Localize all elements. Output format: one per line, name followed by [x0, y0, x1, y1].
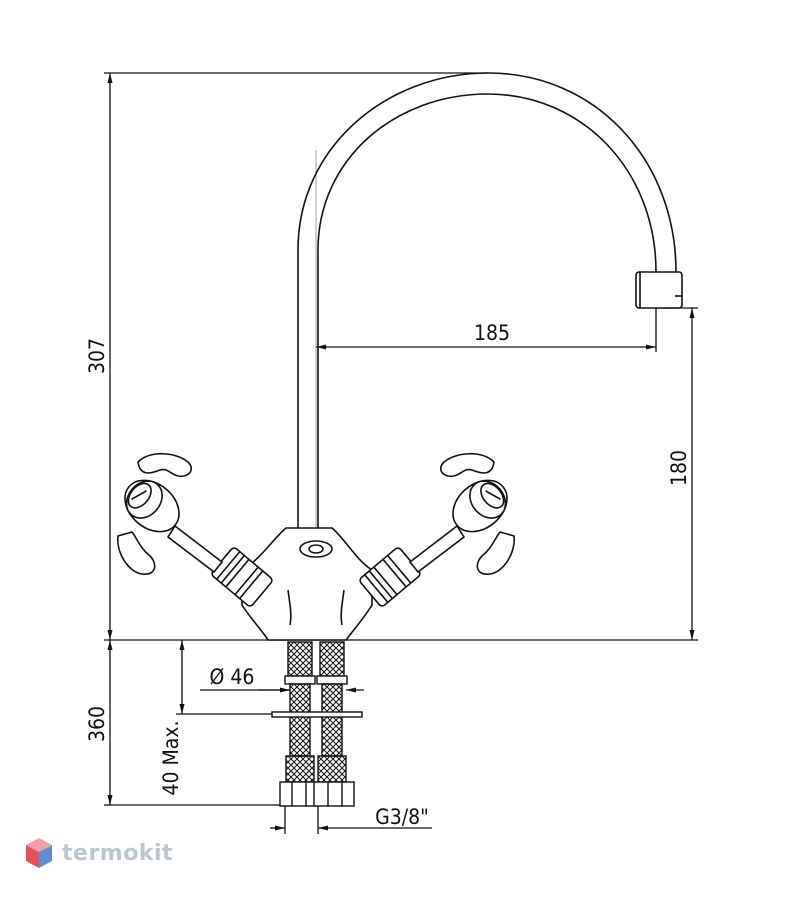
cube-left-face: [26, 845, 39, 868]
dim-label-307: 307: [85, 338, 109, 374]
cube-icon: [26, 838, 52, 868]
spout: [297, 72, 683, 528]
dim-label-360: 360: [85, 706, 109, 742]
dimension-lines: [107, 73, 695, 831]
right-cross-handle: [359, 452, 515, 607]
dim-label-180: 180: [667, 450, 691, 486]
dim-label-185: 185: [474, 321, 510, 345]
dim-label-diameter: Ø 46: [210, 665, 255, 689]
termokit-logo: termokit: [24, 836, 173, 870]
extension-lines: [104, 72, 698, 834]
dim-label-thread: G3/8": [375, 805, 429, 829]
left-cross-handle: [117, 452, 273, 607]
cube-right-face: [39, 845, 52, 868]
supply-hoses: [271, 641, 363, 807]
logo-text: termokit: [62, 840, 174, 866]
dim-label-40max: 40 Max.: [159, 720, 183, 795]
